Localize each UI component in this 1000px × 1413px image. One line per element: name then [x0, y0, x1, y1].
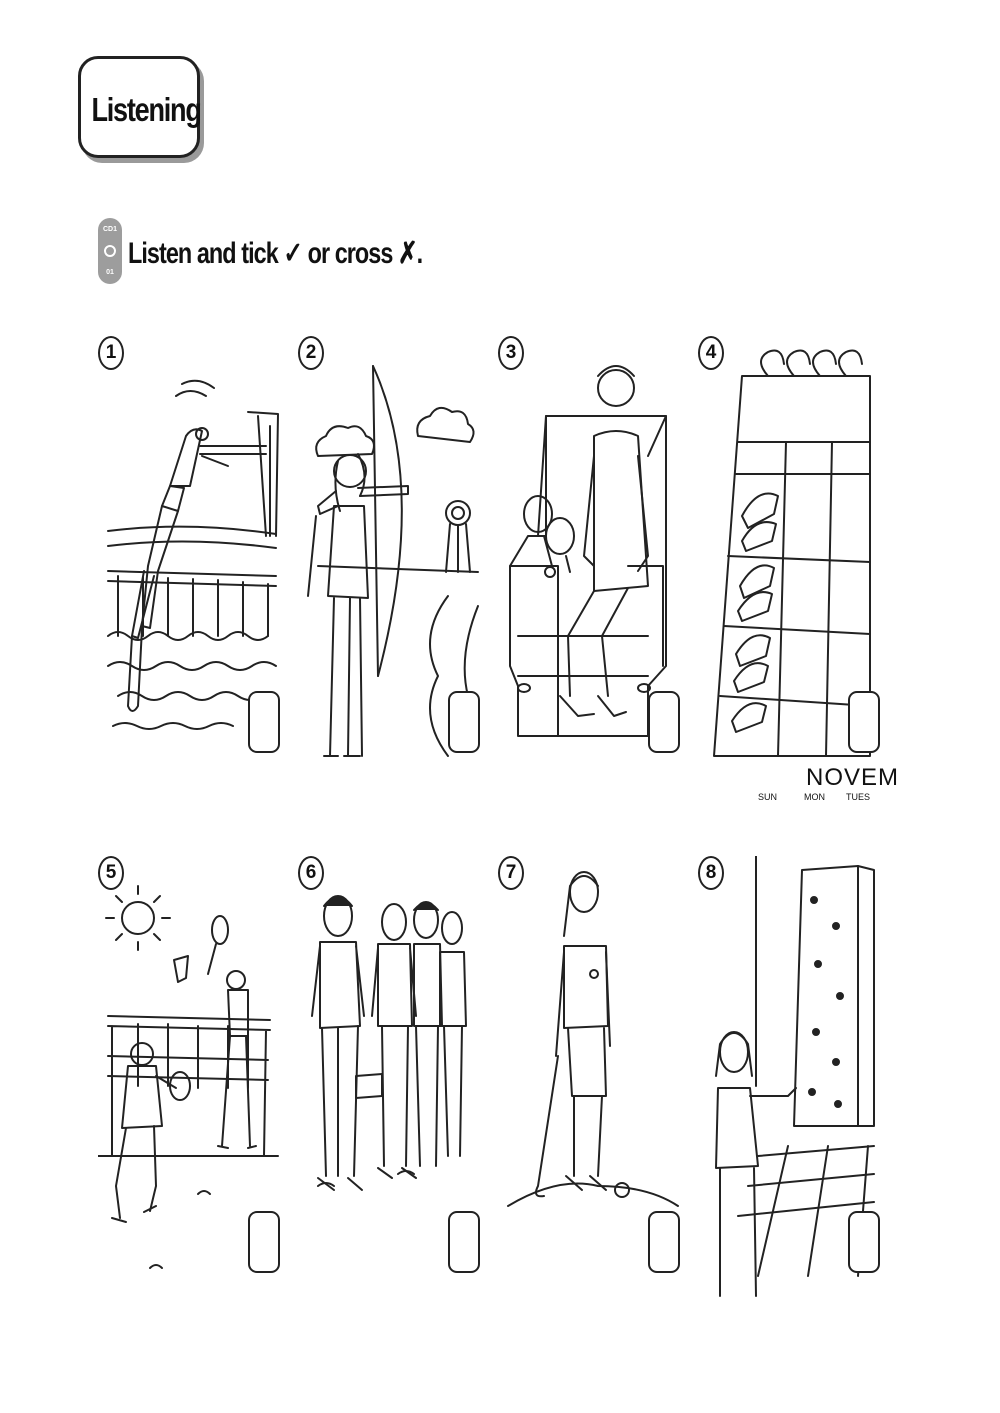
item-number: 3	[498, 336, 524, 370]
exercise-item-3: 3	[498, 336, 683, 786]
calendar-day: MON	[804, 792, 825, 802]
answer-box-4[interactable]	[848, 691, 880, 753]
answer-box-7[interactable]	[648, 1211, 680, 1273]
disc-icon	[104, 245, 116, 257]
answer-box-5[interactable]	[248, 1211, 280, 1273]
calendar-day: SUN	[758, 792, 778, 802]
calendar-day: TUES	[846, 792, 871, 802]
exercise-item-7: 7	[498, 856, 683, 1306]
exercise-item-8: 8	[698, 856, 883, 1306]
answer-box-2[interactable]	[448, 691, 480, 753]
item-number: 4	[698, 336, 724, 370]
item-number: 8	[698, 856, 724, 890]
exercise-item-5: 5	[98, 856, 283, 1306]
archery-picture	[307, 365, 479, 757]
instruction-text: Listen and tick ✓ or cross ✗.	[128, 237, 423, 270]
hockey-picture	[507, 871, 679, 1207]
answer-box-3[interactable]	[648, 691, 680, 753]
track-label: 01	[106, 269, 114, 276]
item-number: 7	[498, 856, 524, 890]
answer-box-8[interactable]	[848, 1211, 880, 1273]
item-number: 5	[98, 856, 124, 890]
section-title: Listening	[91, 91, 201, 128]
item-number: 2	[298, 336, 324, 370]
team-picture	[311, 895, 467, 1191]
cd-track-icon: CD1 01	[98, 218, 122, 284]
exercise-item-2: 2	[298, 336, 483, 786]
exercise-item-6: 6	[298, 856, 483, 1306]
diving-picture	[107, 379, 279, 730]
section-tab: Listening	[78, 56, 202, 158]
answer-box-6[interactable]	[448, 1211, 480, 1273]
item-number: 6	[298, 856, 324, 890]
badminton-picture	[98, 885, 279, 1269]
calendar-month: NOVEM	[806, 764, 900, 791]
exercise-item-1: 1	[98, 336, 283, 786]
item-number: 1	[98, 336, 124, 370]
football-boots-calendar-picture	[713, 349, 871, 757]
exercise-item-4: 4 NOVEM SUN MON TUES	[698, 336, 898, 802]
cd-label: CD1	[102, 226, 117, 233]
boy-armchair-table-tennis-picture	[509, 365, 667, 737]
answer-box-1[interactable]	[248, 691, 280, 753]
